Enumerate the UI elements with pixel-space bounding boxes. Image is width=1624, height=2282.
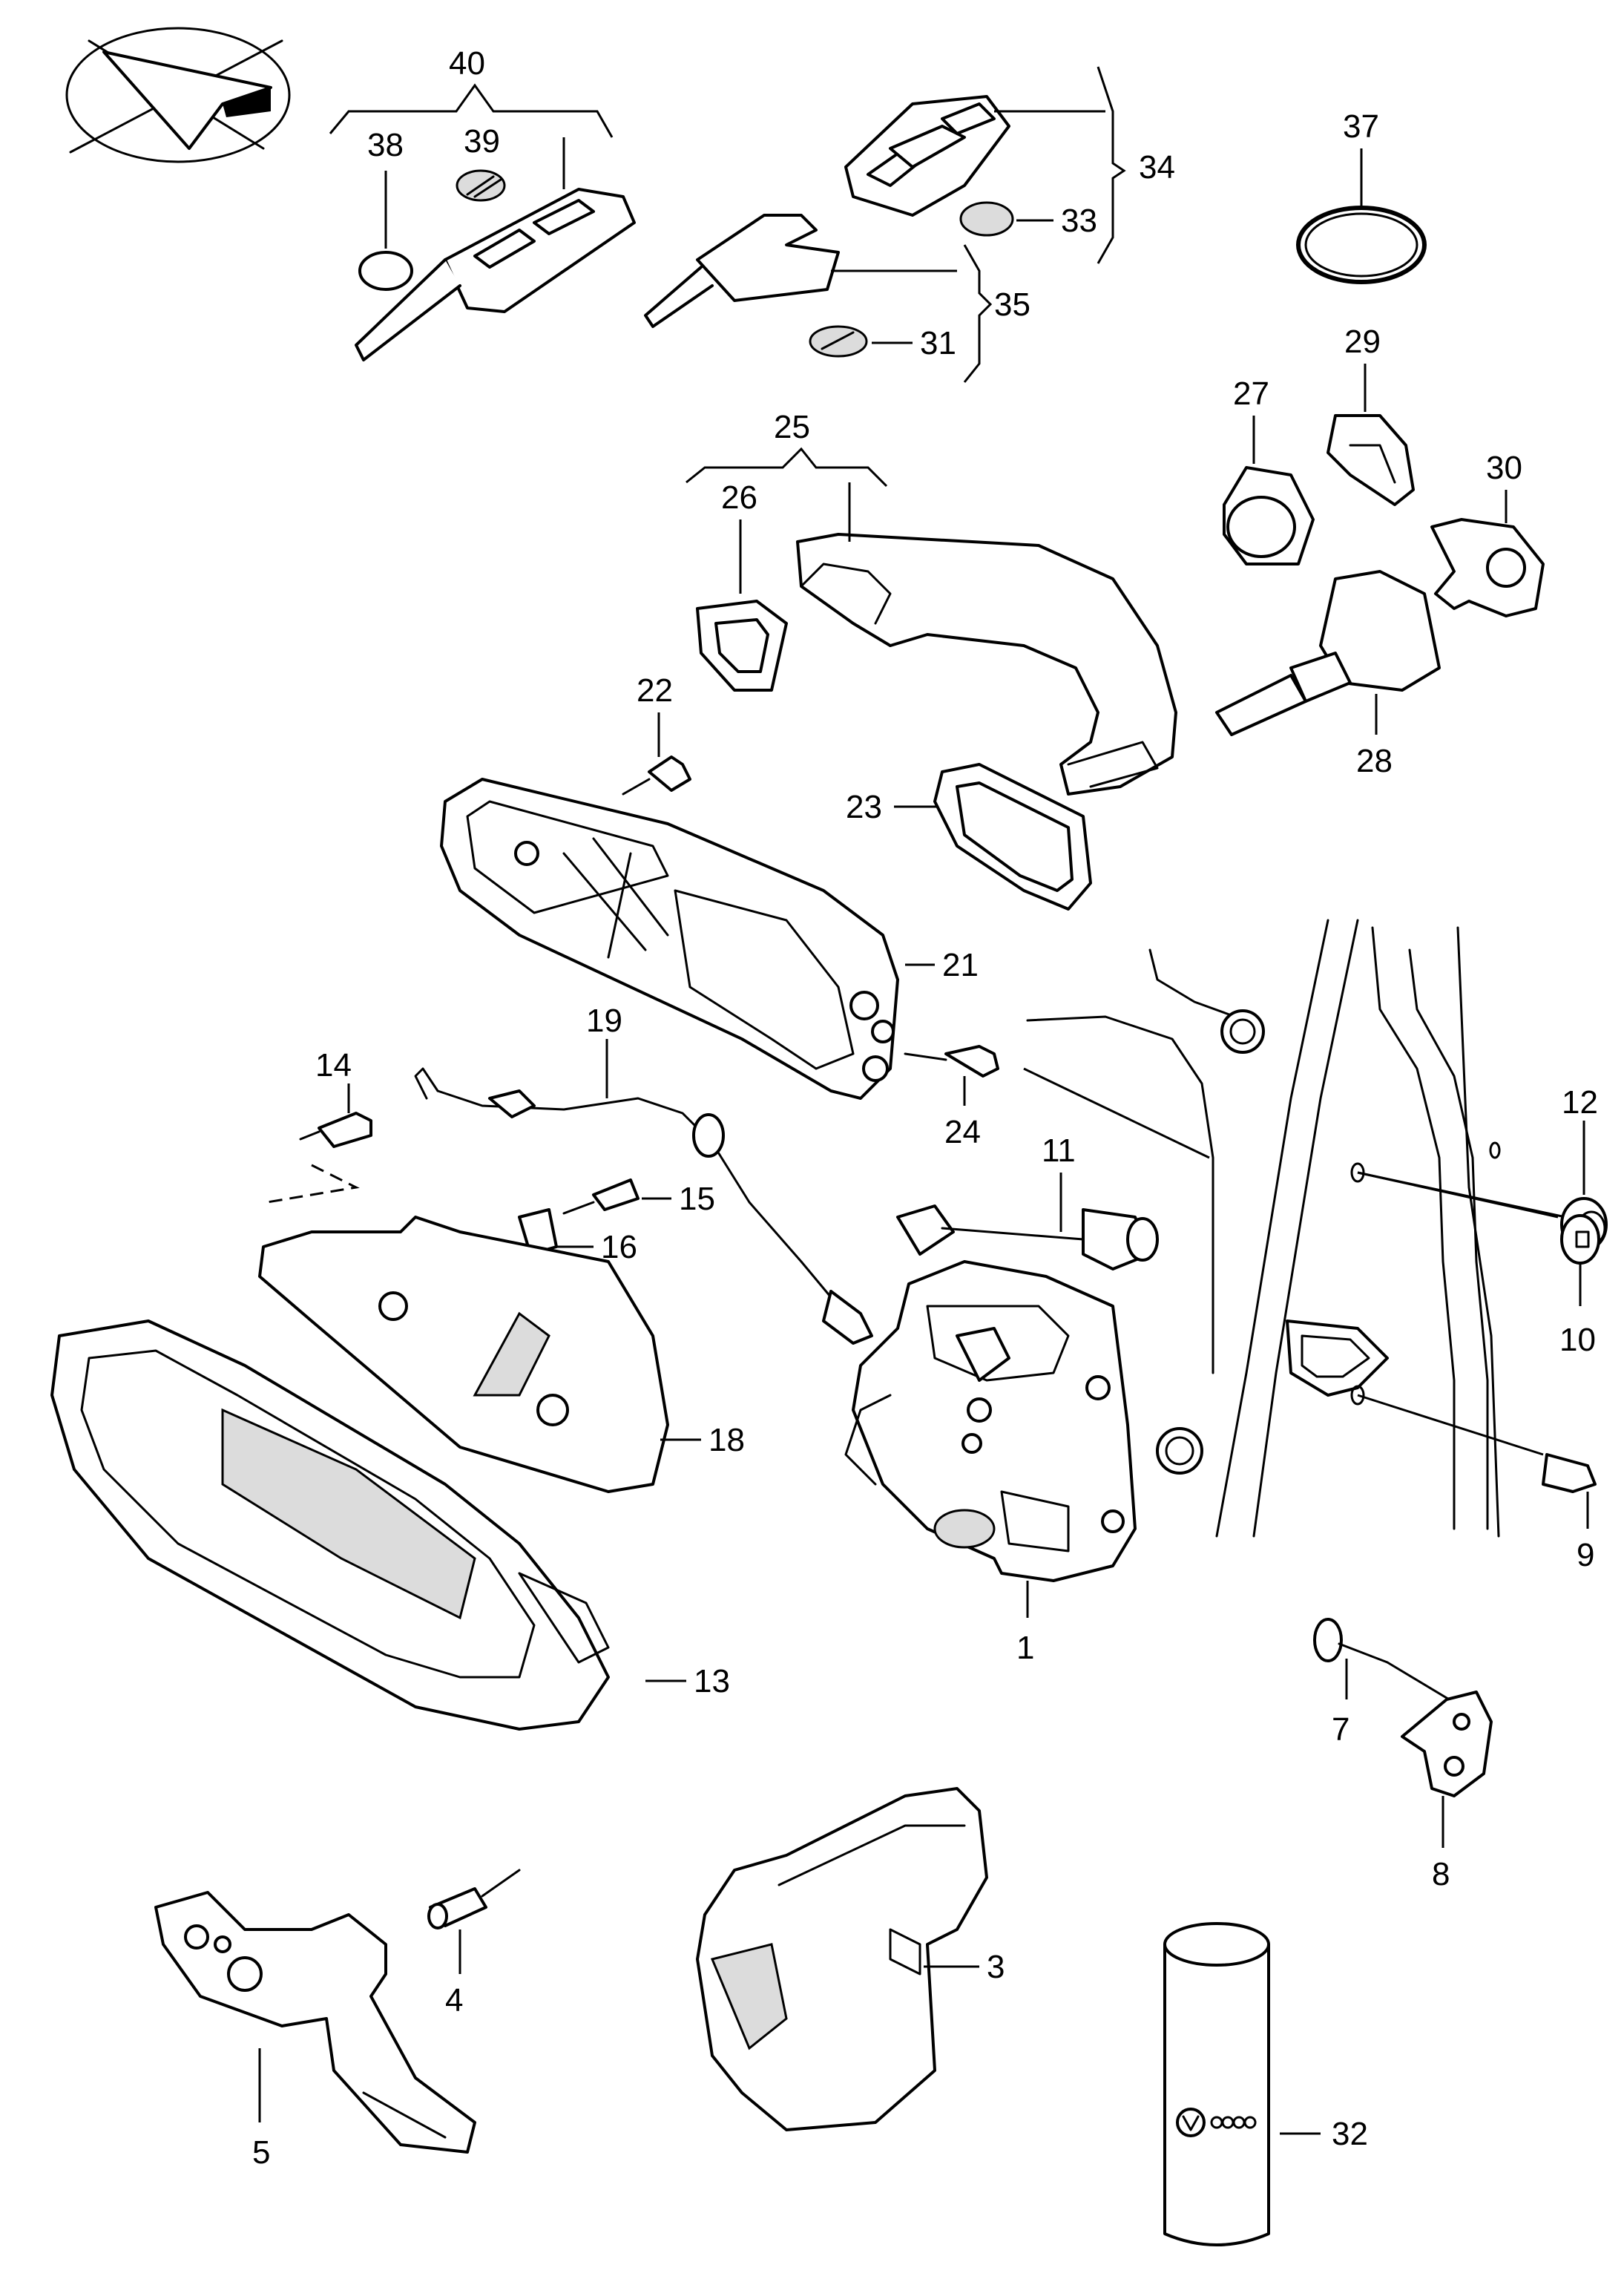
key-group-40: 40 38 39: [329, 45, 636, 361]
label-12: 12: [1562, 1084, 1598, 1121]
exterior-handle: [796, 533, 1177, 796]
label-32: 32: [1332, 2116, 1368, 2152]
label-31: 31: [920, 325, 956, 361]
label-28: 28: [1356, 743, 1393, 779]
label-9: 9: [1577, 1537, 1594, 1573]
lock-cylinder-group: 27 29 30 28: [1215, 324, 1545, 779]
bracket-3: 3: [696, 1787, 1005, 2131]
screw-24: 24: [904, 1045, 999, 1150]
label-7: 7: [1332, 1711, 1350, 1748]
orientation-arrow-icon: [65, 27, 291, 163]
label-25: 25: [774, 409, 810, 445]
bracket-18: 18: [258, 1216, 745, 1493]
four-rings-icon: [1210, 2116, 1257, 2129]
lock-cylinder-28: [1319, 570, 1441, 692]
label-26: 26: [721, 479, 757, 516]
label-34: 34: [1139, 149, 1175, 186]
label-19: 19: [586, 1003, 622, 1039]
label-10: 10: [1559, 1322, 1596, 1358]
battery-38: [358, 251, 413, 291]
cover-29: [1327, 414, 1415, 506]
label-5: 5: [252, 2134, 270, 2171]
handle-carrier-21: [440, 778, 899, 1100]
label-16: 16: [601, 1229, 637, 1265]
label-23: 23: [846, 789, 882, 825]
label-30: 30: [1486, 450, 1522, 486]
bolt-9: 9: [1357, 1394, 1597, 1573]
label-37: 37: [1343, 108, 1379, 145]
label-1: 1: [1016, 1630, 1034, 1666]
label-29: 29: [1344, 324, 1381, 360]
flip-key-40: [355, 137, 636, 361]
label-22: 22: [637, 672, 673, 709]
label-27: 27: [1233, 376, 1269, 412]
plug-10: 10: [1357, 1171, 1600, 1358]
connector-11: 11: [896, 1132, 1159, 1270]
label-4: 4: [445, 1982, 463, 2019]
label-21: 21: [942, 947, 979, 983]
label-18: 18: [709, 1422, 745, 1458]
striker-8: 8: [1401, 1691, 1493, 1892]
cable-19: 19: [414, 1003, 873, 1345]
battery-33: [959, 201, 1014, 237]
door-frame: [1023, 919, 1501, 1538]
remote-group: 34 33 35 31: [644, 66, 1175, 383]
label-35: 35: [994, 286, 1030, 323]
label-13: 13: [694, 1663, 730, 1699]
brand-roundel-icon: [1176, 2108, 1206, 2137]
seal-ring-37: 37: [1296, 108, 1427, 284]
door-lock-1: 1: [844, 1260, 1137, 1666]
bracket-5: 5: [154, 1891, 476, 2171]
label-39: 39: [464, 123, 500, 160]
key-housing-35: [696, 214, 840, 302]
label-40: 40: [449, 45, 485, 82]
pin-4: 4: [427, 1869, 521, 2019]
handle-group-25: 25 26 23: [686, 409, 1177, 911]
label-33: 33: [1061, 203, 1097, 239]
label-8: 8: [1432, 1856, 1450, 1892]
spray-can-32: 32: [1163, 1922, 1368, 2246]
label-14: 14: [315, 1047, 352, 1083]
interior-trim-13: 13: [50, 1319, 730, 1731]
handle-carrier-group: 22 21: [440, 672, 979, 1100]
label-15: 15: [679, 1181, 715, 1217]
screw-14: 14: [299, 1047, 372, 1148]
label-24: 24: [944, 1114, 981, 1150]
label-3: 3: [987, 1949, 1005, 1985]
screw-15: 15: [562, 1178, 715, 1217]
screw-22: [648, 755, 691, 792]
label-11: 11: [1042, 1132, 1076, 1169]
clip-16: 16: [518, 1208, 637, 1265]
label-38: 38: [367, 127, 404, 163]
